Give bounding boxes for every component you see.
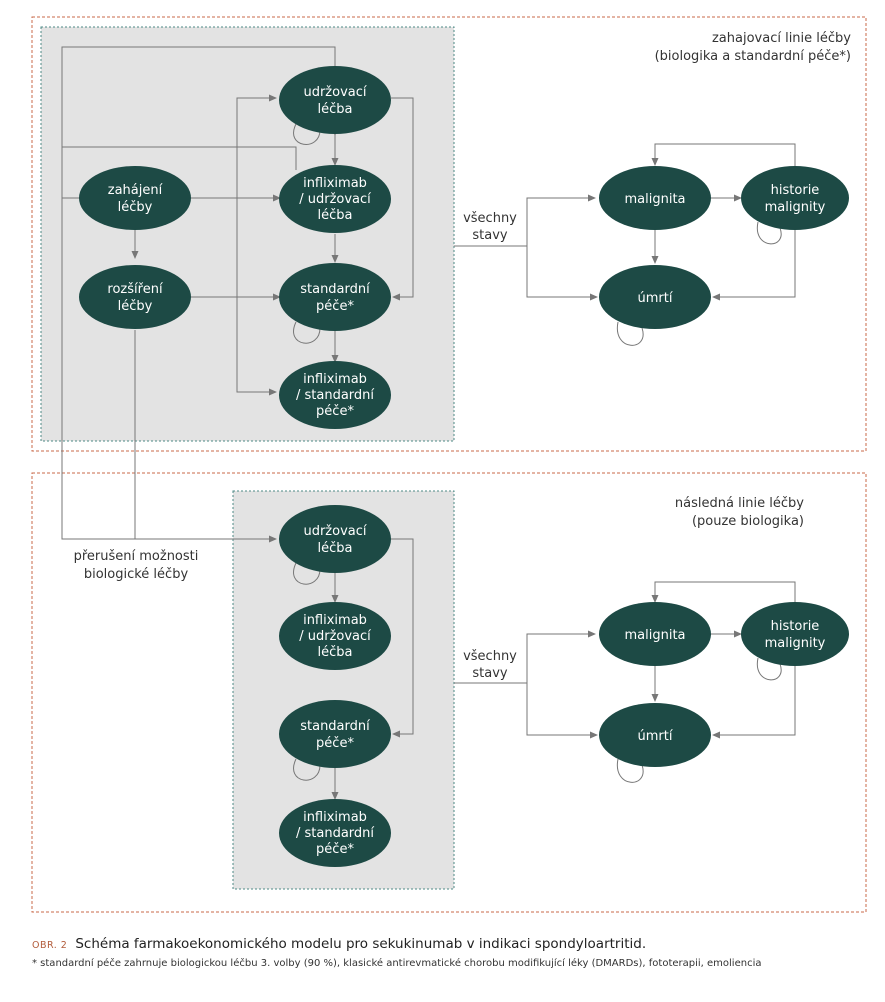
node-standardni: standardní péče* [279, 263, 391, 331]
svg-text:malignita: malignita [624, 628, 685, 643]
svg-text:(biologika a standardní péče*): (biologika a standardní péče*) [655, 49, 851, 64]
bottom-panel-label: následná linie léčby (pouze biologika) [675, 496, 804, 529]
node-infliximab-standardni: infliximab / standardní péče* [279, 361, 391, 429]
svg-text:udržovací: udržovací [303, 85, 366, 100]
edge-hist-umrti [712, 230, 796, 301]
svg-text:standardní: standardní [300, 719, 370, 734]
edge-udrz-right [391, 97, 414, 301]
svg-text:péče*: péče* [316, 299, 354, 314]
node-b-infliximab-standardni: infliximab / standardní péče* [279, 799, 391, 867]
svg-text:zahájení: zahájení [108, 183, 163, 198]
svg-text:léčby: léčby [118, 200, 153, 215]
edge-to-malignita [526, 194, 596, 246]
svg-text:úmrtí: úmrtí [638, 729, 673, 744]
top-edges [61, 46, 796, 543]
edge-b-hist-umrti [712, 666, 796, 739]
svg-text:léčba: léčba [318, 102, 353, 117]
svg-text:léčba: léčba [318, 541, 353, 556]
edge-loop-umrti [616, 321, 644, 346]
svg-text:(pouze biologika): (pouze biologika) [692, 514, 804, 529]
node-historie: historie malignity [741, 166, 849, 230]
svg-text:/ standardní: / standardní [296, 826, 374, 841]
svg-text:infliximab: infliximab [303, 810, 367, 825]
svg-text:úmrtí: úmrtí [638, 291, 673, 306]
caption-title: Schéma farmakoekonomického modelu pro se… [75, 936, 647, 952]
svg-text:stavy: stavy [472, 666, 508, 681]
figure-caption: OBR. 2 Schéma farmakoekonomického modelu … [32, 936, 872, 969]
edge-loop-udrz [293, 123, 321, 145]
svg-text:udržovací: udržovací [303, 524, 366, 539]
edge-b-to-umrti [526, 683, 598, 739]
caption-note: * standardní péče zahrnuje biologickou l… [32, 958, 762, 969]
node-b-udrzovaci: udržovací léčba [279, 505, 391, 573]
svg-text:malignity: malignity [765, 636, 826, 651]
svg-text:všechny: všechny [463, 211, 517, 226]
svg-text:/ udržovací: / udržovací [299, 192, 371, 207]
edge-b-udrz-right [391, 538, 414, 738]
svg-text:malignity: malignity [765, 200, 826, 215]
node-b-malignita: malignita [599, 602, 711, 666]
svg-text:malignita: malignita [624, 192, 685, 207]
svg-text:zahajovací linie léčby: zahajovací linie léčby [712, 31, 851, 46]
all-states-label-top: všechny stavy [463, 211, 517, 243]
edge-b-hist-malig [651, 581, 796, 604]
node-b-umrti: úmrtí [599, 703, 711, 767]
svg-text:historie: historie [771, 619, 820, 634]
node-b-infliximab-udrzovaci: infliximab / udržovací léčba [279, 602, 391, 670]
bottom-panel [31, 472, 867, 913]
edge-b-loop-umrti [616, 758, 644, 783]
caption-title-line: OBR. 2 Schéma farmakoekonomického modelu … [32, 936, 872, 952]
node-infliximab-udrzovaci: infliximab / udržovací léčba [279, 165, 391, 233]
svg-text:infliximab: infliximab [303, 613, 367, 628]
edge-loop-std [293, 321, 321, 344]
caption-prefix: OBR. 2 [32, 940, 68, 951]
top-treatment-box [40, 26, 455, 442]
node-umrti: úmrtí [599, 265, 711, 329]
interruption-label: přerušení možnosti biologické léčby [60, 544, 210, 584]
edge-loop-hist [756, 221, 782, 245]
svg-text:standardní: standardní [300, 282, 370, 297]
svg-text:rozšíření: rozšíření [107, 282, 163, 297]
edge-left-inflix-udrz [62, 146, 297, 170]
node-zahajeni: zahájení léčby [79, 166, 191, 230]
edge-b-loop-udrz [293, 562, 321, 585]
top-panel [31, 16, 867, 452]
svg-text:léčba: léčba [318, 208, 353, 223]
node-b-standardni: standardní péče* [279, 700, 391, 768]
svg-text:historie: historie [771, 183, 820, 198]
svg-text:/ udržovací: / udržovací [299, 629, 371, 644]
svg-text:péče*: péče* [316, 842, 354, 857]
edge-b-to-malignita [526, 630, 596, 683]
svg-text:péče*: péče* [316, 736, 354, 751]
svg-text:léčby: léčby [118, 299, 153, 314]
node-rozsireni: rozšíření léčby [79, 265, 191, 329]
node-malignita: malignita [599, 166, 711, 230]
svg-text:následná linie léčby: následná linie léčby [675, 496, 804, 511]
svg-text:biologické léčby: biologické léčby [84, 567, 189, 582]
all-states-label-bottom: všechny stavy [463, 649, 517, 681]
svg-text:léčba: léčba [318, 645, 353, 660]
svg-text:infliximab: infliximab [303, 176, 367, 191]
top-panel-label: zahajovací linie léčby (biologika a stan… [655, 31, 852, 64]
node-udrzovaci: udržovací léčba [279, 66, 391, 134]
svg-text:přerušení možnosti: přerušení možnosti [74, 549, 199, 564]
svg-text:péče*: péče* [316, 404, 354, 419]
edge-b-loop-hist [756, 657, 782, 681]
edge-to-umrti [526, 246, 598, 301]
svg-text:všechny: všechny [463, 649, 517, 664]
bottom-edges [293, 538, 796, 800]
svg-text:/ standardní: / standardní [296, 388, 374, 403]
edge-b-loop-std [293, 758, 321, 781]
edge-hist-malig [651, 143, 796, 168]
svg-text:infliximab: infliximab [303, 372, 367, 387]
edge-top-to-bottom [61, 46, 336, 543]
node-b-historie: historie malignity [741, 602, 849, 666]
svg-text:stavy: stavy [472, 228, 508, 243]
